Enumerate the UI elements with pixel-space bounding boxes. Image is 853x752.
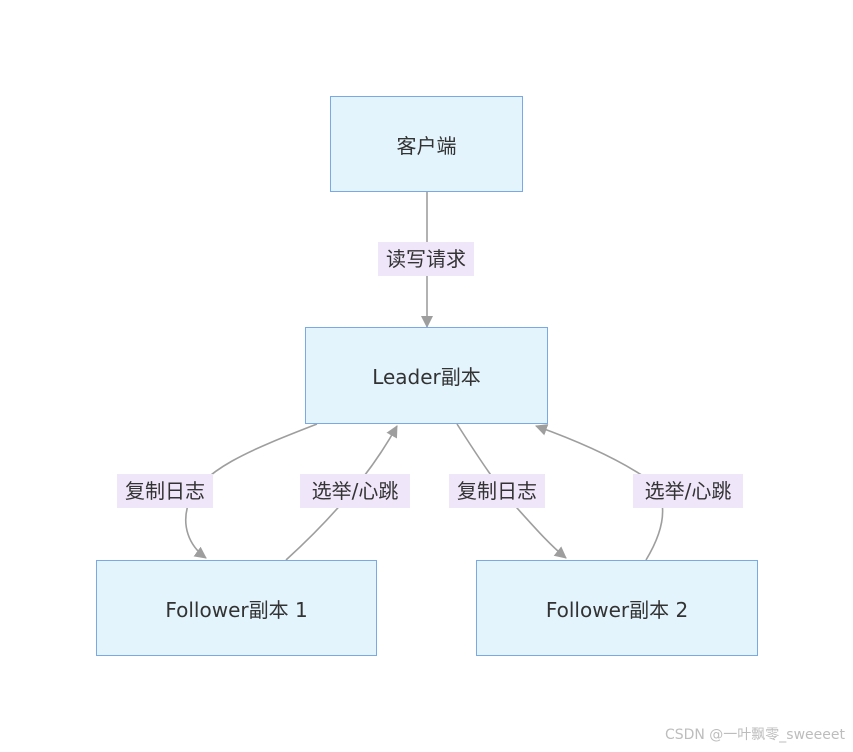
follower1-node: Follower副本 1 [96, 560, 377, 656]
edge-label-replicate-log-2: 复制日志 [449, 474, 545, 508]
edge-label-read-write: 读写请求 [378, 242, 474, 276]
csdn-watermark: CSDN @一叶飘零_sweeeet [664, 727, 845, 743]
edge-label-replicate-log-1: 复制日志 [117, 474, 213, 508]
edge-label-election-heartbeat-1: 选举/心跳 [300, 474, 410, 508]
edge-label-election-heartbeat-2: 选举/心跳 [633, 474, 743, 508]
follower2-node-label: Follower副本 2 [545, 597, 689, 622]
client-node-label: 客户端 [396, 133, 457, 158]
follower2-node: Follower副本 2 [476, 560, 758, 656]
follower1-node-label: Follower副本 1 [165, 597, 308, 622]
leader-node: Leader副本 [305, 327, 548, 424]
client-node: 客户端 [330, 96, 523, 192]
leader-node-label: Leader副本 [372, 365, 481, 389]
